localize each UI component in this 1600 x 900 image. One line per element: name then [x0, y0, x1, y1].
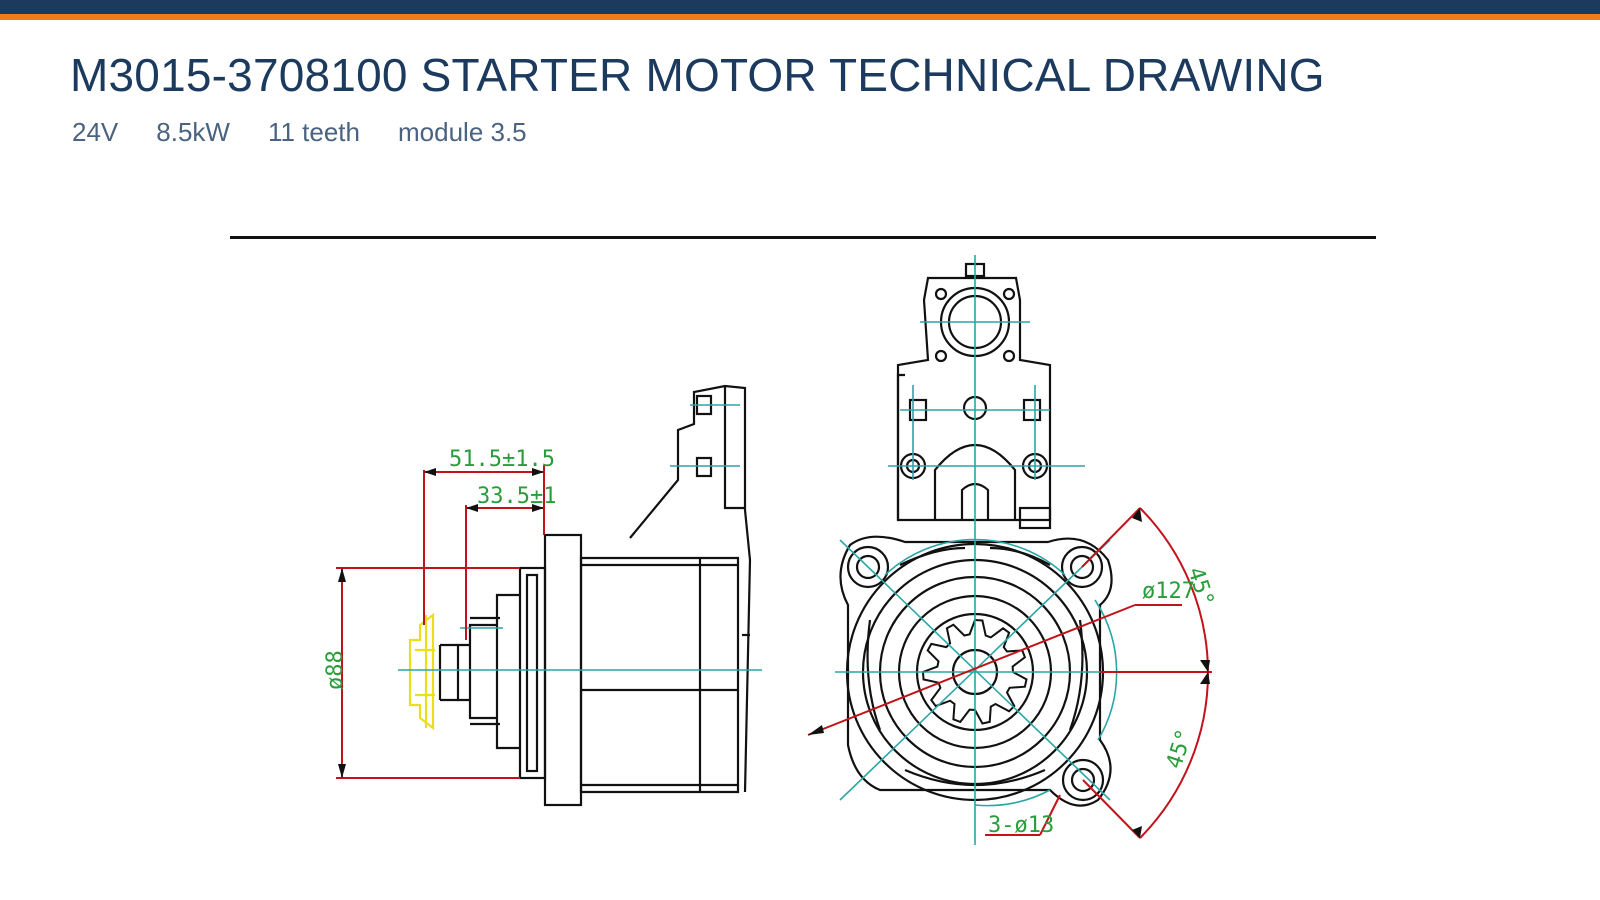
side-centerlines	[398, 404, 762, 671]
dimension-diameter-88: ø88	[323, 650, 348, 690]
spec-voltage: 24V	[72, 117, 119, 147]
dimension-holes: 3-ø13	[988, 813, 1054, 838]
page-title: M3015-3708100 STARTER MOTOR TECHNICAL DR…	[70, 49, 1325, 101]
header-accent-bar	[0, 14, 1600, 20]
front-flange	[839, 535, 1113, 807]
spec-module: module 3.5	[398, 117, 527, 147]
side-dimension-lines	[336, 465, 545, 779]
header-bar	[0, 0, 1600, 14]
front-centerlines	[835, 255, 1118, 845]
front-dimension-lines	[807, 507, 1212, 839]
front-arrows	[808, 508, 1210, 838]
dimension-diameter-127: ø127	[1142, 579, 1195, 604]
front-view	[839, 262, 1113, 807]
spec-list: 24V 8.5kW 11 teeth module 3.5	[72, 117, 565, 148]
spec-teeth: 11 teeth	[267, 117, 360, 147]
dimension-angle-bottom: 45°	[1162, 726, 1198, 772]
dimension-51-5: 51.5±1.5	[449, 447, 555, 472]
spec-power: 8.5kW	[156, 117, 230, 147]
motor-body	[579, 556, 740, 794]
dimension-33-5: 33.5±1	[477, 484, 556, 509]
pinion-gear	[408, 612, 435, 731]
solenoid-housing	[629, 384, 752, 793]
side-arrows	[338, 468, 544, 778]
divider-line	[230, 236, 1376, 239]
